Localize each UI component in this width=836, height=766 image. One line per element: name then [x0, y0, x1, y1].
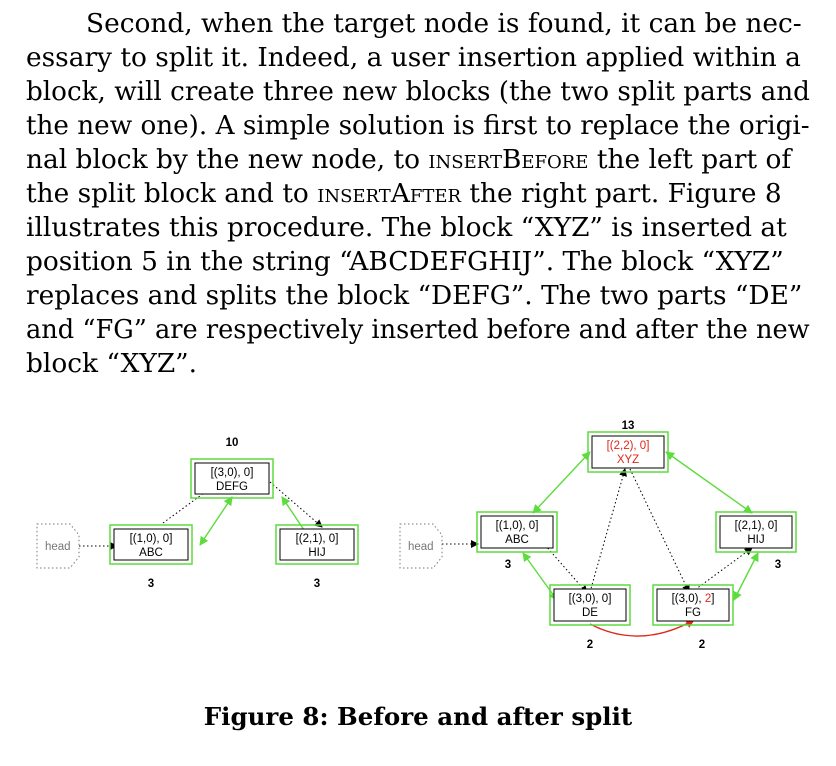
node-text: HIJ — [308, 547, 325, 559]
text-segment: the split block and to — [26, 178, 318, 209]
node-de — [553, 588, 627, 622]
text-line-1: Second, when the target node is found, i… — [86, 8, 802, 39]
after-diagram: head 13 [(2,2), 0] XYZ [(1,0), 0] ABC 3 … — [399, 420, 797, 651]
node-outer-border — [652, 584, 734, 626]
node-text: ABC — [139, 547, 163, 559]
weight-label: 3 — [314, 578, 320, 590]
tree-edge — [199, 496, 233, 546]
node-text: ABC — [505, 534, 529, 546]
node-id: [(3,0), 0] — [211, 467, 254, 479]
text-line-8: position 5 in the string “ABCDEFGHIJ”. T… — [26, 246, 784, 277]
node-outer-border — [476, 511, 558, 553]
node-id: [(1,0), 0] — [496, 520, 539, 532]
id-part: ] — [711, 593, 714, 605]
node-text: FG — [685, 607, 701, 619]
split-link-edge — [589, 619, 695, 637]
node-defg — [194, 462, 270, 495]
head-label: head — [408, 541, 434, 553]
node-outer-border — [190, 458, 274, 499]
weight-label: 10 — [226, 437, 239, 449]
text-segment: the right part. Figure 8 — [461, 178, 782, 209]
node-outer-border — [109, 524, 193, 565]
node-text: HIJ — [747, 534, 764, 546]
node-text: XYZ — [617, 454, 639, 466]
head-label: head — [45, 541, 71, 553]
text-line-4: the new one). A simple solution is first… — [26, 110, 810, 141]
text-line-7: illustrates this procedure. The block “X… — [26, 212, 787, 243]
text-segment: the left part of — [588, 144, 792, 175]
weight-label: 3 — [505, 559, 511, 571]
node-xyz — [591, 435, 665, 469]
node-outer-border — [715, 511, 797, 553]
text-line-3: block, will create three new blocks (the… — [26, 76, 810, 107]
node-hij — [279, 528, 355, 561]
head-shape — [399, 523, 443, 569]
insert-after-keyword: insertAfter — [317, 178, 462, 209]
head-shape — [36, 523, 80, 569]
node-abc — [480, 515, 554, 549]
node-fg — [656, 588, 730, 622]
before-diagram: head 10 [(3,0), 0] DEFG [(1,0), 0] ABC 3… — [36, 437, 359, 590]
weight-label: 2 — [587, 639, 593, 651]
node-text: DEFG — [216, 481, 248, 493]
figure-caption: Figure 8: Before and after split — [203, 702, 633, 731]
order-edge — [629, 468, 690, 593]
node-hij — [719, 515, 793, 549]
text-line-10: and “FG” are respectively inserted befor… — [26, 314, 810, 345]
text-segment: nal block by the new node, to — [26, 144, 429, 175]
order-edge — [269, 481, 323, 528]
text-line-11: block “XYZ”. — [26, 348, 198, 379]
weight-label: 3 — [148, 578, 154, 590]
insert-before-keyword: insertBefore — [428, 144, 589, 175]
tree-edge — [522, 552, 558, 601]
tree-edge — [733, 552, 759, 601]
node-id: [(2,1), 0] — [735, 520, 778, 532]
weight-label: 3 — [775, 559, 781, 571]
node-id: [(2,1), 0] — [296, 533, 339, 545]
tree-edge — [532, 451, 591, 514]
text-line-5: nal block by the new node, to insertBefo… — [26, 144, 791, 176]
node-id: [(3,0), 0] — [569, 593, 612, 605]
node-abc — [113, 528, 189, 561]
node-id: [(1,0), 0] — [130, 533, 173, 545]
node-outer-border — [549, 584, 631, 626]
order-edge — [589, 468, 627, 593]
text-line-9: replaces and splits the block “DEFG”. Th… — [26, 280, 803, 311]
text-line-2: essary to split it. Indeed, a user inser… — [26, 42, 801, 73]
id-part: [(3,0), — [672, 593, 705, 605]
node-id: [(2,2), 0] — [607, 440, 650, 452]
id-part-highlight: 2 — [705, 593, 711, 605]
text-line-6: the split block and to insertAfter the r… — [26, 178, 782, 210]
node-outer-border — [275, 524, 359, 565]
node-outer-border — [587, 431, 669, 473]
weight-label: 13 — [622, 420, 635, 432]
node-text: DE — [582, 607, 598, 619]
tree-edge — [665, 451, 753, 514]
node-id: [(3,0), 2] — [672, 593, 715, 605]
weight-label: 2 — [699, 639, 705, 651]
